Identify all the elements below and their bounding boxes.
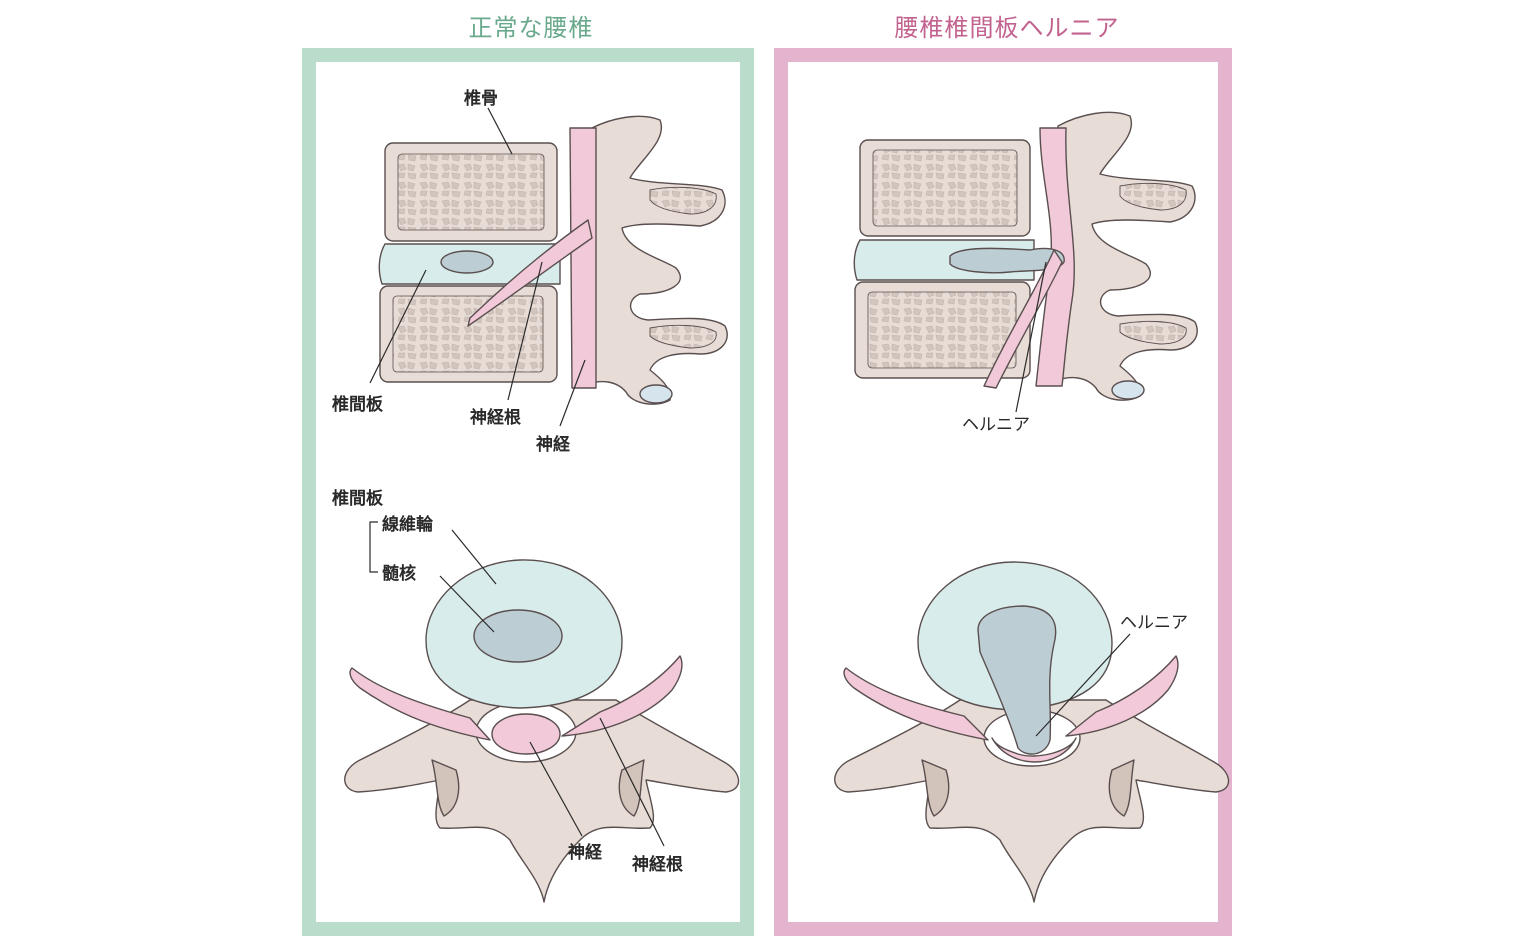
- normal-posterior-processes: [588, 116, 727, 404]
- normal-axial-nerve: [492, 714, 560, 754]
- normal-side-view: [370, 108, 727, 426]
- normal-nucleus: [474, 610, 562, 662]
- label-nerve-root: 神経根: [470, 407, 521, 428]
- hernia-side-view: [854, 112, 1197, 412]
- label-annulus: 線維輪: [382, 514, 434, 535]
- label-hernia-side: ヘルニア: [962, 415, 1030, 435]
- normal-disc-nucleus: [441, 251, 493, 273]
- label-vertebra: 椎骨: [463, 88, 498, 109]
- label-nerve-root-bottom: 神経根: [632, 854, 683, 875]
- label-nerve: 神経: [536, 434, 571, 455]
- hernia-posterior-processes: [1058, 112, 1197, 400]
- label-nerve-bottom: 神経: [568, 842, 603, 863]
- normal-spinal-nerve: [570, 128, 596, 388]
- label-disc: 椎間板: [331, 394, 384, 415]
- label-hernia-top: ヘルニア: [1120, 613, 1188, 633]
- label-nucleus: 髄核: [382, 563, 416, 584]
- label-disc-header: 椎間板: [331, 488, 384, 509]
